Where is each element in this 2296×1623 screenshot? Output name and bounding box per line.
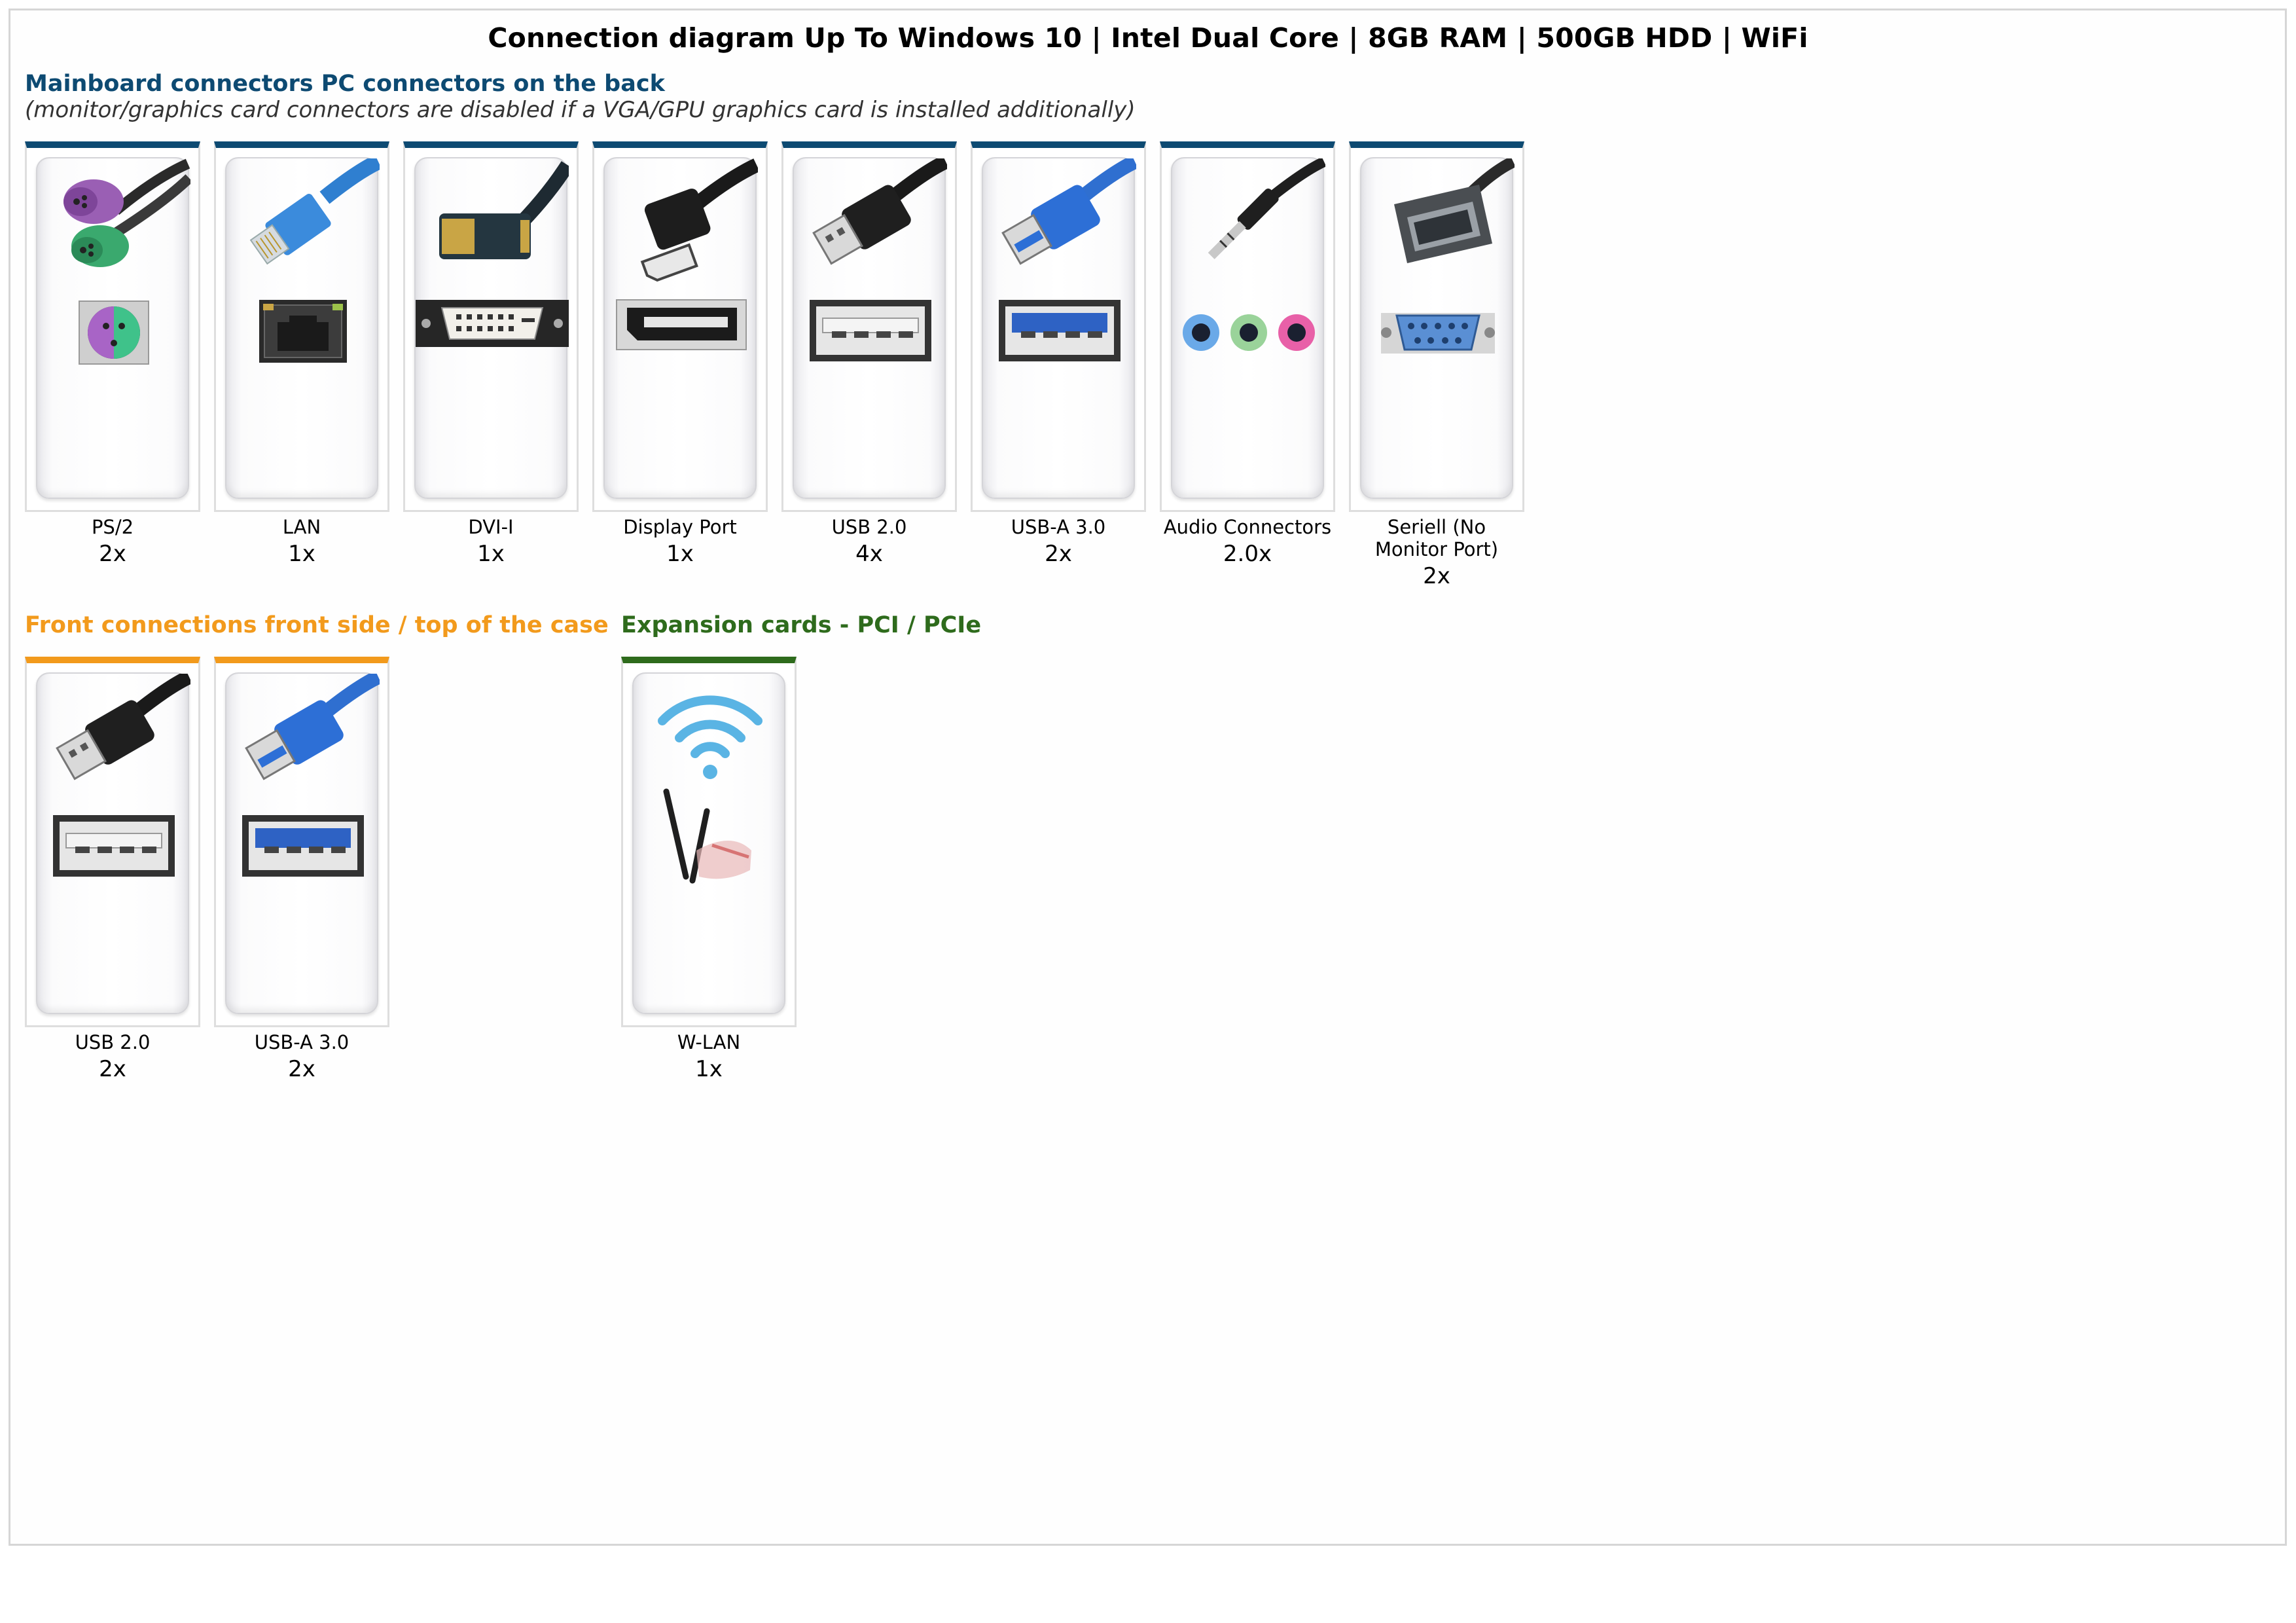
connector-count: 2x — [99, 541, 126, 567]
connector-label: PS/2 — [91, 516, 134, 538]
usb2-connector-icon — [53, 674, 190, 877]
connector-count: 1x — [288, 541, 315, 567]
connector-label: USB 2.0 — [75, 1031, 151, 1053]
connector-count: 4x — [855, 541, 883, 567]
connector-panel — [225, 672, 380, 1014]
connector-panel — [793, 157, 947, 499]
connector-count: 1x — [695, 1056, 723, 1082]
ps2-connector-icon — [63, 158, 190, 365]
connector-card-audio — [1160, 141, 1335, 512]
usb2-connector-icon — [810, 158, 947, 361]
connector-label: USB 2.0 — [831, 516, 907, 538]
connector-card-front-usb3 — [214, 657, 389, 1027]
connector-card-displayport — [592, 141, 768, 512]
connector-panel — [1360, 157, 1515, 499]
dvi-connector-icon — [416, 161, 569, 347]
front-section-title: Front connections front side / top of th… — [25, 612, 609, 638]
connector-card-wlan — [621, 657, 797, 1027]
connector-label: USB-A 3.0 — [1011, 516, 1106, 538]
connector-count: 1x — [477, 541, 505, 567]
mainboard-section-title: Mainboard connectors PC connectors on th… — [25, 71, 665, 97]
connector-panel — [982, 157, 1136, 499]
connector-card-front-usb2 — [25, 657, 200, 1027]
connector-panel — [225, 157, 380, 499]
connector-card-usb2 — [781, 141, 957, 512]
serial-connector-icon — [1381, 158, 1515, 354]
connector-panel — [1171, 157, 1325, 499]
connector-card-lan — [214, 141, 389, 512]
connector-count: 2x — [99, 1056, 126, 1082]
audio-connector-icon — [1183, 158, 1325, 351]
mainboard-section-subtitle: (monitor/graphics card connectors are di… — [25, 97, 1136, 123]
displayport-connector-icon — [616, 158, 758, 350]
connector-label: USB-A 3.0 — [254, 1031, 350, 1053]
connector-count: 1x — [666, 541, 694, 567]
connector-count: 2.0x — [1223, 541, 1272, 567]
page-title: Connection diagram Up To Windows 10 | In… — [488, 22, 1808, 54]
lan-connector-icon — [249, 158, 380, 363]
connector-card-ps2 — [25, 141, 200, 512]
connector-panel — [632, 672, 785, 1014]
connector-count: 2x — [1045, 541, 1072, 567]
connector-label: LAN — [282, 516, 321, 538]
connector-label: Audio Connectors — [1163, 516, 1332, 538]
usb3-connector-icon — [999, 158, 1136, 361]
connector-card-dvi — [403, 141, 579, 512]
wifi-icon — [658, 695, 762, 884]
connector-label: W-LAN — [677, 1031, 741, 1053]
connector-label: DVI-I — [468, 516, 514, 538]
connector-panel — [36, 672, 190, 1014]
connector-panel — [603, 157, 758, 499]
connector-label: Display Port — [623, 516, 737, 538]
connector-label: Seriell (No Monitor Port) — [1374, 516, 1499, 560]
connector-panel — [414, 157, 569, 499]
connector-panel — [36, 157, 190, 499]
connector-count: 2x — [288, 1056, 315, 1082]
connector-card-usb3 — [971, 141, 1146, 512]
expansion-section-title: Expansion cards - PCI / PCIe — [621, 612, 982, 638]
connector-card-serial — [1349, 141, 1524, 512]
usb3-connector-icon — [242, 674, 380, 877]
connector-count: 2x — [1423, 563, 1450, 589]
